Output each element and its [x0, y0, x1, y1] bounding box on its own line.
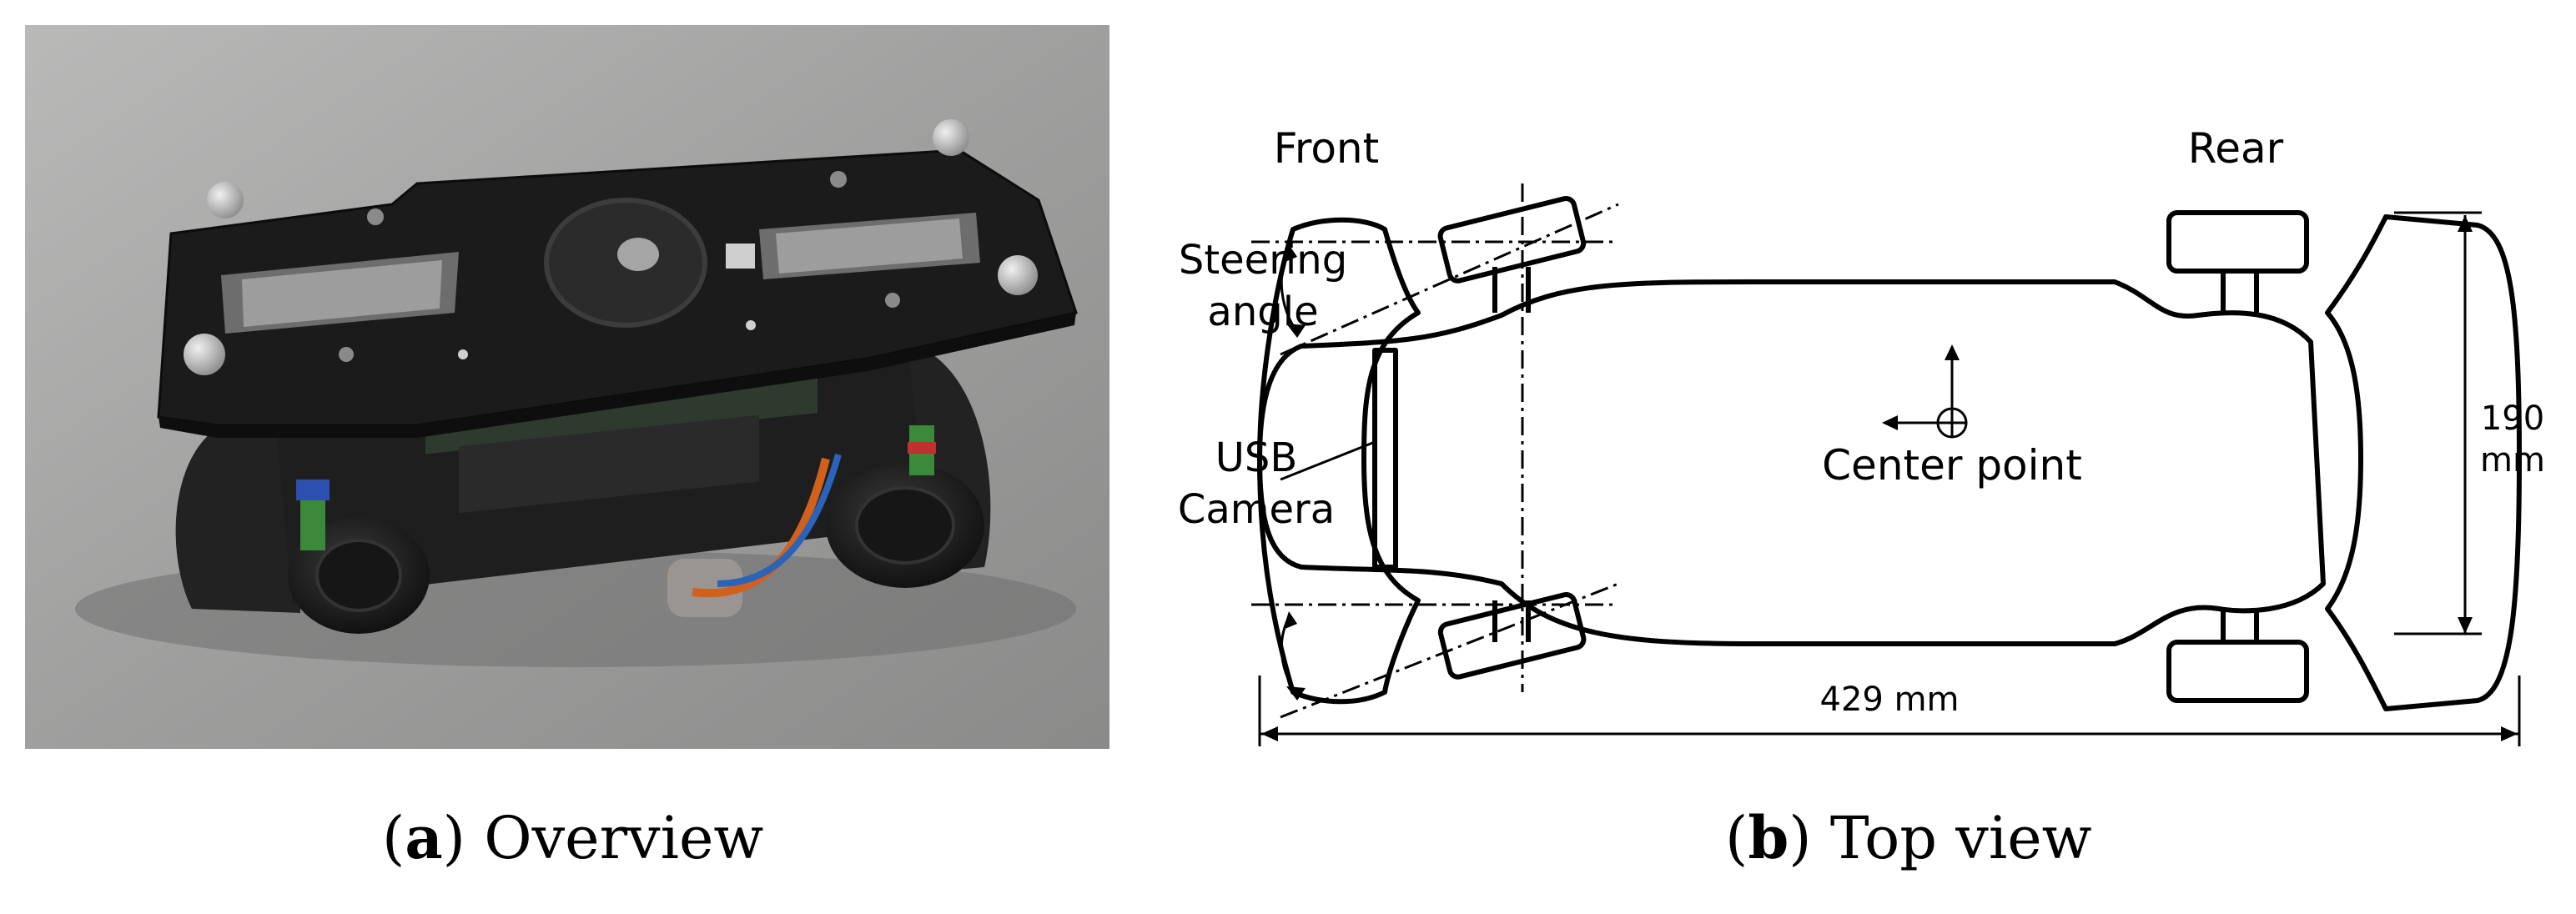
rear-bumper	[2325, 214, 2522, 711]
rear-label: Rear	[2188, 124, 2284, 173]
length-dimension-label: 429 mm	[1820, 680, 1960, 719]
marker-ball	[207, 182, 244, 218]
caption-text-top-view: Top view	[1829, 804, 2092, 872]
arrowhead-up	[1945, 344, 1960, 360]
arrowhead-width-bottom	[2458, 617, 2473, 634]
caption-letter-b: b	[1748, 803, 1789, 872]
screw	[339, 347, 354, 362]
steering-angle-label-line1: Steering	[1179, 237, 1347, 284]
arrowhead-left	[1882, 415, 1898, 430]
vent-hub	[617, 238, 659, 271]
caption-top-view: (b) Top view	[1725, 803, 2092, 872]
marker-ball	[184, 334, 225, 375]
motor	[667, 559, 742, 617]
arrowhead-length-left	[1261, 726, 1278, 741]
rear-right-wheel	[2166, 640, 2309, 703]
blue-wire	[717, 453, 842, 587]
usb-camera-leader	[1280, 440, 1376, 481]
screw	[885, 293, 900, 308]
rear-left-wheel	[2166, 210, 2309, 274]
steering-arrowhead	[1286, 686, 1306, 701]
steering-angle-label-line2: angle	[1207, 289, 1318, 335]
rear-right-rim	[855, 486, 955, 565]
motor-housing	[459, 414, 759, 514]
caption-letter-a: a	[405, 803, 443, 872]
front-bumper	[1257, 217, 1421, 705]
front-left-rim	[315, 539, 402, 612]
wheel-direction-top	[1280, 203, 1619, 356]
wheel-direction-bottom	[1280, 582, 1619, 719]
steering-arrowhead	[1283, 611, 1297, 630]
right-slot-inner	[776, 218, 963, 274]
usb-camera-label-line1: USB	[1215, 434, 1298, 481]
marker-ball	[933, 119, 969, 156]
arrowhead-width-top	[2458, 215, 2473, 232]
width-dimension-unit: mm	[2480, 441, 2545, 480]
right-spring-red	[908, 442, 936, 454]
left-slot-inner	[242, 260, 442, 327]
screw	[830, 171, 847, 188]
connector-block	[726, 244, 755, 269]
left-spring	[300, 492, 325, 550]
screw	[746, 320, 756, 330]
caption-text-overview: Overview	[484, 804, 764, 872]
arrowhead-length-right	[2501, 726, 2518, 741]
front-label: Front	[1274, 124, 1379, 173]
caption-overview: (a) Overview	[382, 803, 764, 872]
steering-arrowhead	[1286, 324, 1306, 338]
screw	[367, 208, 384, 225]
top-plate-edge	[158, 313, 1076, 438]
marker-ball	[998, 255, 1038, 295]
usb-camera-label-line2: Camera	[1178, 486, 1335, 533]
usb-camera	[1372, 348, 1398, 570]
steering-arrowhead	[1283, 244, 1297, 263]
center-point-label: Center point	[1822, 441, 2082, 490]
left-spring-blue	[296, 480, 330, 500]
vehicle-body	[1257, 279, 2326, 646]
left-bumper	[175, 417, 300, 613]
front-left-wheel	[1437, 196, 1587, 284]
width-dimension-value: 190	[2481, 399, 2544, 438]
top-view-diagram: Front Rear Steering angle USB Camera Cen…	[1178, 124, 2545, 746]
overview-photo	[25, 25, 1109, 749]
screw	[458, 349, 468, 359]
